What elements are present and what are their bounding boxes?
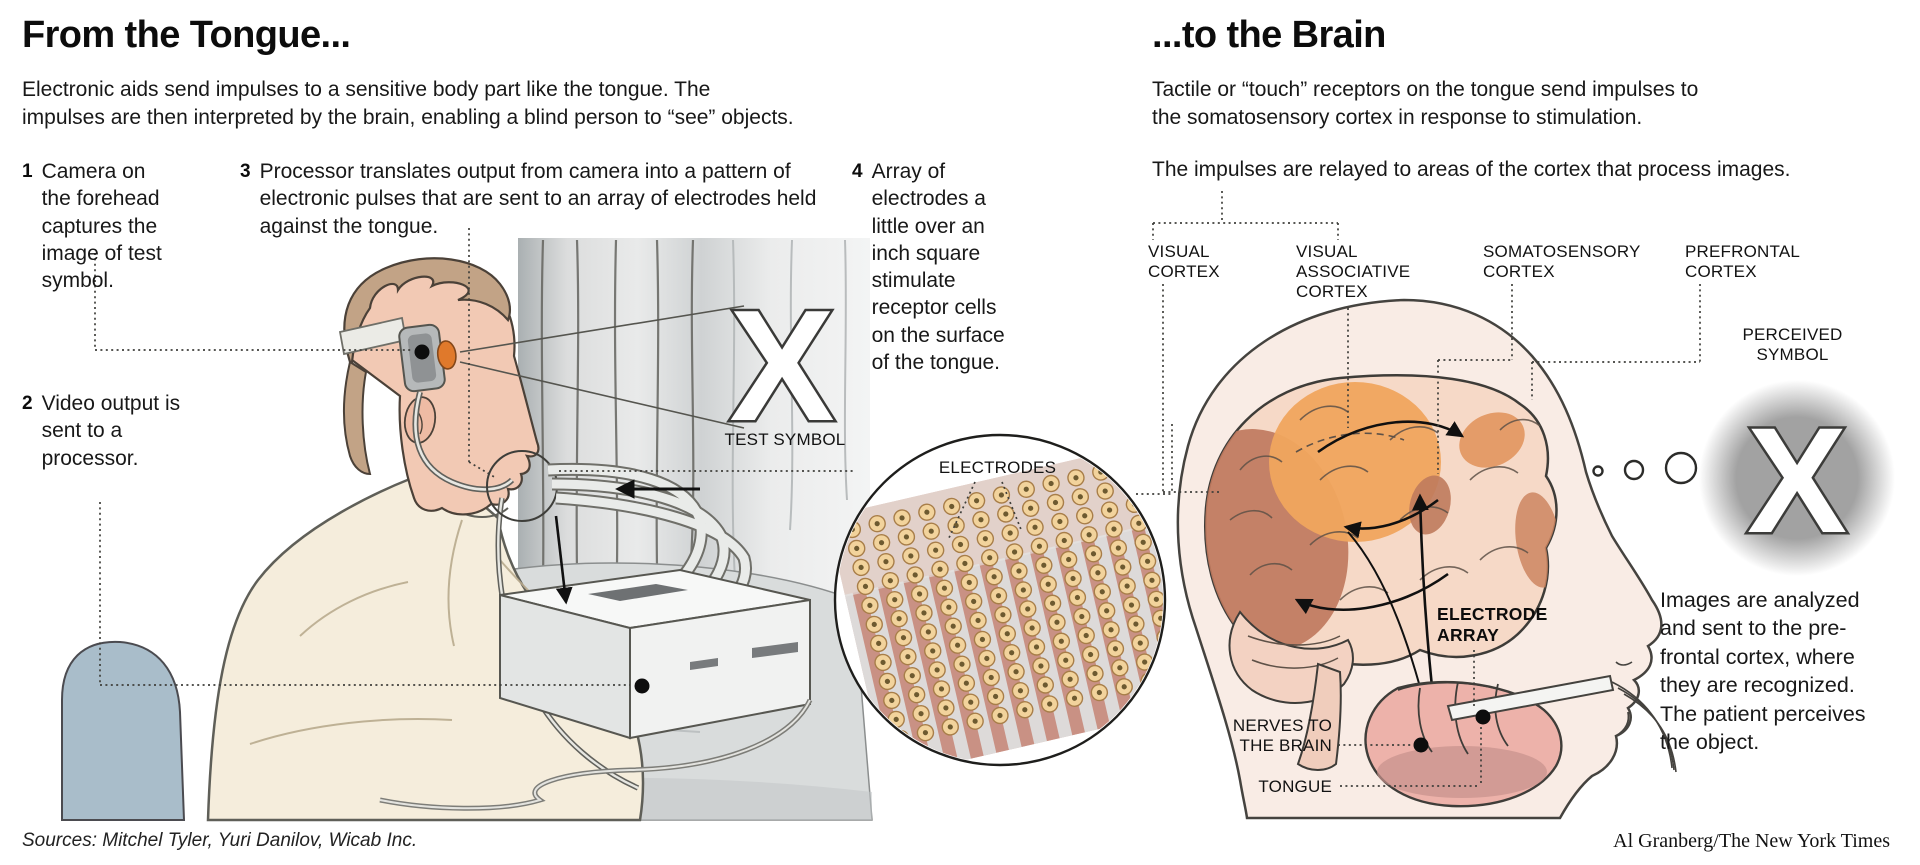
right-intro: Tactile or “touch” receptors on the tong…	[1152, 78, 1699, 129]
credit-line: Al Granberg/The New York Times	[1613, 830, 1890, 852]
label-visual-cortex: VISUAL CORTEX	[1148, 242, 1220, 282]
label-perceived-symbol: PERCEIVED SYMBOL	[1742, 325, 1843, 365]
step-2: 2 Video output is sent to a processor.	[22, 390, 192, 472]
label-visual-associative-cortex: VISUAL ASSOCIATIVE CORTEX	[1296, 242, 1411, 302]
processor-box	[499, 568, 811, 740]
left-intro: Electronic aids send impulses to a sensi…	[22, 78, 794, 129]
label-somatosensory-cortex: SOMATOSENSORY CORTEX	[1483, 242, 1641, 282]
step-4-number: 4	[852, 161, 863, 182]
electrode-strip	[1446, 674, 1615, 722]
step-3: 3 Processor translates output from camer…	[240, 158, 830, 240]
step-4: 4 Array of electrodes a little over an i…	[852, 158, 1032, 376]
test-symbol-x: X	[729, 278, 834, 454]
outcome-text: Images are analyzed and sent to the pre-…	[1660, 588, 1866, 754]
hair	[343, 257, 511, 364]
label-tongue: TONGUE	[1258, 777, 1332, 796]
sources-line: Sources: Mitchel Tyler, Yuri Danilov, Wi…	[22, 830, 418, 851]
test-symbol-label: TEST SYMBOL	[724, 430, 846, 449]
sight-lines	[459, 305, 745, 429]
perceived-symbol-x: X	[1747, 396, 1847, 564]
step-1-number: 1	[22, 161, 33, 182]
brain	[1204, 374, 1558, 771]
tongue-illustration	[1364, 674, 1677, 808]
label-electrode-array: ELECTRODE ARRAY	[1437, 604, 1548, 645]
step-3-text: Processor translates output from camera …	[259, 160, 817, 238]
label-nerves-to-brain: NERVES TO THE BRAIN	[1232, 716, 1332, 756]
prefrontal-region-top	[1459, 412, 1525, 468]
electrodes-circle	[833, 433, 1167, 767]
tongue-scene: X	[61, 238, 873, 822]
step-1-text: Camera on the forehead captures the imag…	[41, 160, 162, 293]
perceived-symbol-blob	[1699, 380, 1895, 576]
right-title: ...to the Brain	[1152, 14, 1386, 56]
thought-circles	[1592, 451, 1698, 485]
brainstem	[1296, 662, 1342, 771]
arrow-down-tube	[554, 515, 573, 605]
step-1: 1 Camera on the forehead captures the im…	[22, 158, 182, 294]
step-4-text: Array of electrodes a little over an inc…	[871, 160, 1005, 375]
leader-dots	[414, 344, 1491, 753]
step-2-text: Video output is sent to a processor.	[41, 392, 181, 470]
left-title: From the Tongue...	[22, 14, 351, 56]
step-3-number: 3	[240, 161, 251, 182]
brain-scene: X	[1176, 298, 1895, 820]
step-2-number: 2	[22, 393, 33, 414]
label-prefrontal-cortex: PREFRONTAL CORTEX	[1685, 242, 1800, 282]
leader-lines	[94, 191, 1701, 787]
relay-note: The impulses are relayed to areas of the…	[1152, 158, 1791, 181]
electrodes-label: ELECTRODES	[938, 458, 1057, 477]
chair	[61, 640, 186, 821]
